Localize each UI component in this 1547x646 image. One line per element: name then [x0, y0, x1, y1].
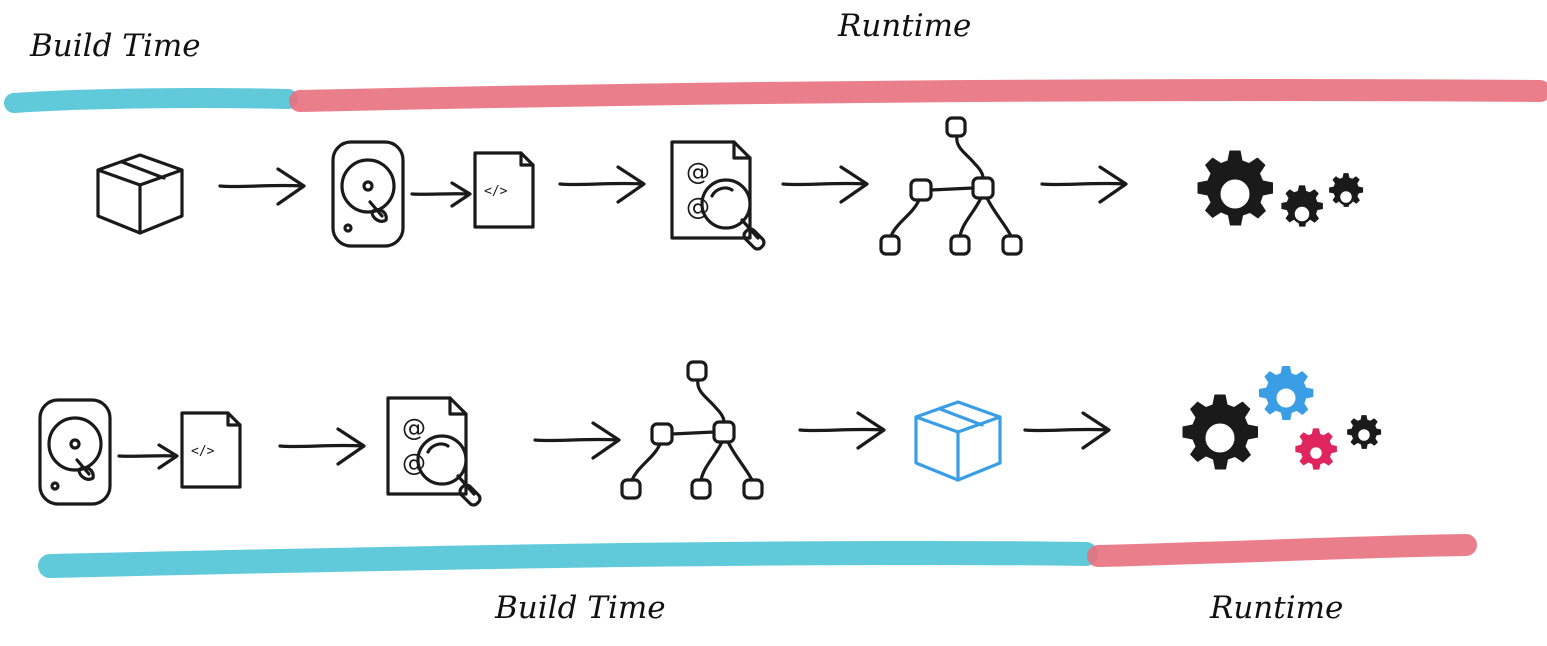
arrow-icon [117, 443, 179, 470]
gears-icon [1182, 366, 1382, 470]
code-file-icon: </> [180, 411, 242, 489]
gears-icon [1197, 150, 1364, 227]
dependency-tree-icon [620, 360, 764, 500]
arrow-icon [278, 427, 366, 466]
bottom-build-time-label: Build Time [495, 590, 666, 626]
arrow-icon [1023, 411, 1111, 450]
hard-disk-icon [331, 140, 405, 248]
code-file-glyph: </> [484, 184, 508, 199]
arrow-icon [410, 181, 472, 208]
bottom-runtime-label: Runtime [1210, 590, 1344, 626]
top-runtime-label: Runtime [838, 8, 972, 44]
dependency-tree-icon [879, 116, 1023, 256]
jvm-flow: </> @ @ [96, 116, 1364, 256]
box-icon [914, 400, 1002, 482]
address-symbol: @ [402, 414, 426, 442]
build-time-flow: </> @ @ [38, 360, 1382, 509]
top-build-time-bar [4, 88, 298, 113]
address-symbol: @ [686, 193, 710, 221]
code-file-icon: </> [473, 151, 535, 229]
annotation-scan-icon: @ @ [386, 396, 484, 509]
address-symbol: @ [402, 449, 426, 477]
top-runtime-bar [289, 79, 1547, 112]
bottom-runtime-bar [1087, 534, 1477, 567]
bottom-build-time-bar [38, 540, 1098, 578]
arrow-icon [781, 165, 869, 204]
code-file-glyph: </> [191, 444, 215, 459]
arrow-icon [218, 167, 306, 206]
address-symbol: @ [686, 158, 710, 186]
arrow-icon [1040, 165, 1128, 204]
box-icon [96, 153, 184, 235]
hard-disk-icon [38, 398, 112, 506]
arrow-icon [558, 165, 646, 204]
arrow-icon [533, 421, 621, 460]
top-build-time-label: Build Time [30, 28, 201, 64]
arrow-icon [798, 411, 886, 450]
annotation-scan-icon: @ @ [670, 140, 768, 253]
